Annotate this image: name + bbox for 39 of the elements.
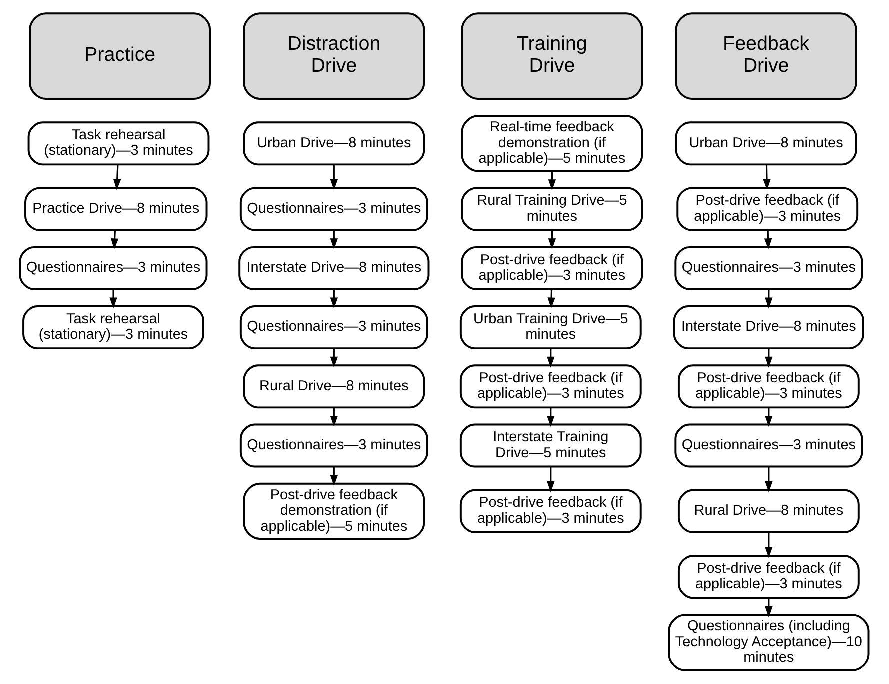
node-box: Training Drive: [461, 12, 644, 100]
node-box: Task rehearsal (stationary)—3 minutes: [22, 306, 204, 350]
node-box: Questionnaires—3 minutes: [240, 187, 428, 232]
node-box: Urban Drive—8 minutes: [243, 122, 426, 166]
arrow: [547, 467, 555, 492]
node-box: Questionnaires—3 minutes: [674, 246, 864, 290]
node-box: Real-time feedback demonstration (if applicable)—5 minutes: [461, 115, 644, 172]
node-box: Questionnaires—3 minutes: [240, 306, 428, 350]
node-box: Practice Drive—8 minutes: [24, 187, 208, 232]
node-box: Questionnaires (including Technology Acceptance)—10 minutes: [668, 614, 870, 672]
node-box: Post-drive feedback (if applicable)—3 minutes: [460, 489, 642, 534]
node-box: Post-drive feedback (if applicable)—3 minutes: [678, 555, 860, 600]
arrow: [763, 164, 771, 190]
node-box: Rural Training Drive—5 minutes: [461, 187, 644, 232]
node-box: Rural Drive—8 minutes: [678, 489, 860, 534]
arrow: [330, 164, 338, 190]
arrow: [765, 532, 773, 558]
node-box: Interstate Drive—8 minutes: [673, 306, 864, 350]
node-box: Interstate Drive—8 minutes: [238, 246, 430, 290]
arrow: [113, 164, 122, 190]
node-box: Questionnaires—3 minutes: [240, 424, 428, 468]
node-box: Feedback Drive: [675, 12, 858, 100]
node-box: Rural Drive—8 minutes: [243, 364, 426, 409]
node-box: Post-drive feedback demonstration (if applicable)—5 minutes: [243, 482, 426, 540]
node-box: Distraction Drive: [243, 12, 426, 100]
node-box: Post-drive feedback (if applicable)—3 minutes: [676, 187, 859, 232]
node-box: Post-drive feedback (if applicable)—3 minutes: [461, 246, 644, 290]
node-box: Questionnaires—3 minutes: [19, 246, 208, 290]
node-box: Post-drive feedback (if applicable)—3 minutes: [460, 364, 642, 409]
arrow: [110, 290, 118, 309]
arrow: [765, 467, 773, 492]
node-box: Interstate Training Drive—5 minutes: [460, 424, 642, 468]
node-box: Post-drive feedback (if applicable)—3 minutes: [678, 364, 860, 409]
node-box: Questionnaires—3 minutes: [674, 424, 864, 468]
node-box: Practice: [29, 12, 212, 100]
node-box: Urban Training Drive—5 minutes: [460, 306, 642, 350]
node-box: Task rehearsal (stationary)—3 minutes: [28, 122, 210, 166]
node-box: Urban Drive—8 minutes: [675, 122, 858, 166]
arrow: [110, 230, 119, 250]
